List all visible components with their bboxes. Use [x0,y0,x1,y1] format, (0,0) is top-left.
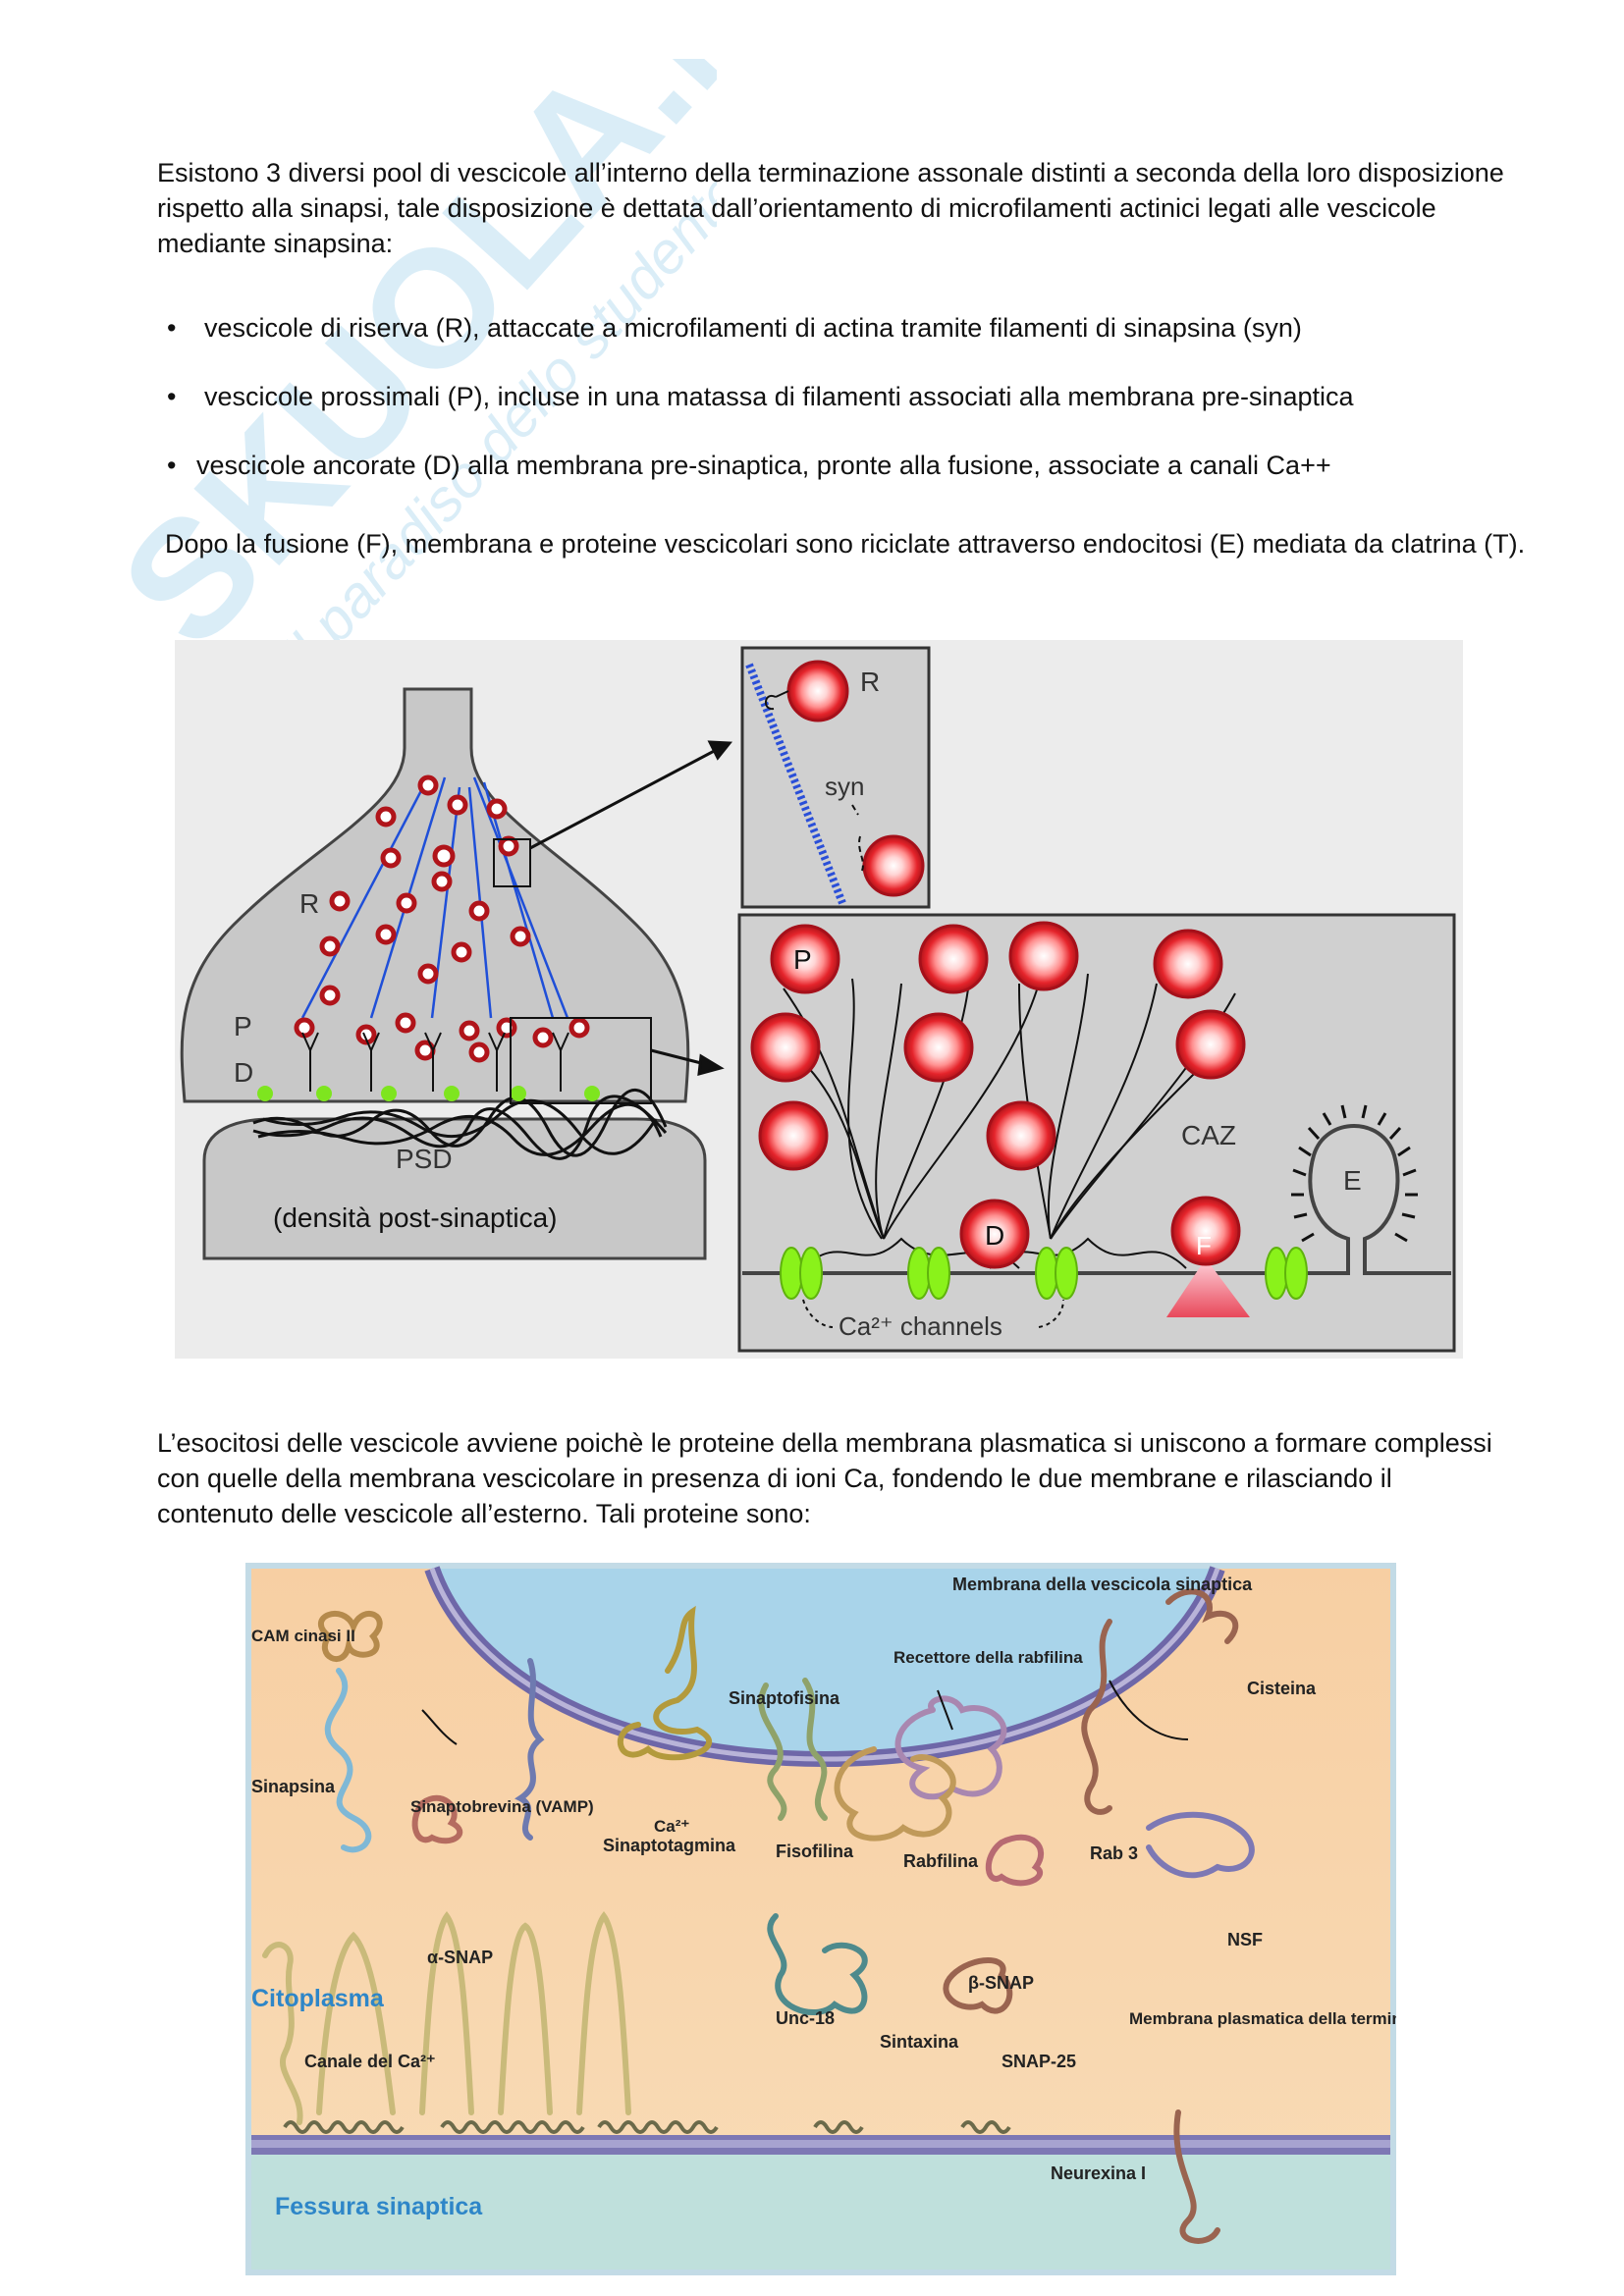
bullet-item: • vescicole ancorate (D) alla membrana pr… [167,448,1542,483]
channel-pointer [802,1299,1064,1328]
actin-filament-zoom [745,663,846,905]
label-f: F [1196,1231,1212,1260]
ca-channels-inset [780,1247,1308,1300]
label-fisofilina: Fisofilina [776,1842,854,1861]
reserve-vesicle [862,834,925,897]
vesicle-lumen [432,1569,1218,1759]
label-alpha-snap: α-SNAP [427,1948,493,1967]
label-ca: Ca²⁺ [654,1817,689,1836]
label-psd: PSD [396,1144,453,1174]
bullet-text-riserva: vescicole di riserva (R), attaccate a mi… [204,313,1302,343]
pointer-line [937,1689,953,1731]
label-p-left: P [234,1011,252,1041]
pointer-line [421,1709,458,1745]
bullet-item: • vescicole di riserva (R), attaccate a m… [167,310,1542,346]
exocytosis-paragraph: L’esocitosi delle vescicole avviene poic… [157,1428,1492,1528]
inset-bottom [737,913,1456,1353]
label-rab3: Rab 3 [1090,1843,1138,1863]
label-membrana-vescicola: Membrana della vescicola sinaptica [952,1575,1253,1594]
synapse-figure: R P D PSD (densità post-sinaptica) R syn [175,640,1463,1359]
label-cisteina: Cisteina [1247,1679,1317,1698]
vesicle-membrane-highlight [429,1568,1220,1762]
zoom-box-bottom [510,1017,652,1104]
label-citoplasma: Citoplasma [251,1985,385,2012]
synapsin-filament [851,804,864,872]
vesicle-proteins-figure: Membrana della vescicola sinaptica CAM c… [245,1563,1396,2275]
reserve-vesicle [786,660,849,722]
vesicles-inset [750,921,1246,1269]
clathrin-coat [1291,1104,1418,1243]
bullet-text-ancorate: vescicole ancorate (D) alla membrana pre… [196,451,1331,480]
label-r-inset: R [860,667,880,697]
label-cam: CAM cinasi II [251,1627,355,1645]
pointer-line [1109,1680,1189,1740]
label-e: E [1343,1165,1362,1196]
label-caz: CAZ [1181,1120,1236,1150]
bullet-marker: • [167,313,177,343]
label-syn: syn [825,772,864,801]
presynaptic-terminal [180,687,690,1103]
label-neurexina: Neurexina I [1051,2163,1146,2183]
label-sinaptofisina: Sinaptofisina [729,1688,840,1708]
label-rabfilina: Rabfilina [903,1851,979,1871]
vesicles-left [294,774,590,1063]
bullet-text-prossimali: vescicole prossimali (P), incluse in una… [204,382,1354,411]
proteins [262,1588,1255,2244]
postsynaptic-membrane [202,1117,707,1260]
psd-caption: (densità post-sinaptica) [273,1202,557,1233]
plasma-membrane-highlight [251,2140,1390,2148]
fusion-pore [1166,1258,1250,1317]
label-sintaxina: Sintaxina [880,2032,959,2052]
label-snap25: SNAP-25 [1001,2052,1076,2071]
label-d-inset: D [985,1220,1004,1251]
label-sinapsina: Sinapsina [251,1777,336,1796]
bullet-marker: • [167,451,177,480]
label-sinaptobrevina: Sinaptobrevina (VAMP) [410,1797,594,1816]
psd-density [252,1089,668,1160]
ca-channels-left [257,1086,600,1101]
label-unc18: Unc-18 [776,2008,835,2028]
label-r-left: R [299,888,319,919]
watermark-brand: SKUOLA.NET [85,59,717,681]
label-beta-snap: β-SNAP [968,1973,1034,1993]
recycling-paragraph: Dopo la fusione (F), membrana e proteine… [165,529,1526,559]
presynaptic-membrane [742,1124,1451,1275]
label-ca-channels: Ca²⁺ channels [839,1311,1002,1341]
label-p-inset: P [793,944,812,975]
label-canale-ca: Canale del Ca²⁺ [304,2052,436,2071]
label-recettore: Recettore della rabfilina [893,1648,1083,1667]
synaptic-cleft [251,2152,1390,2269]
synapsin-filament [765,690,789,711]
docking-complexes [301,1032,569,1092]
label-fessura: Fessura sinaptica [275,2193,483,2220]
label-nsf: NSF [1227,1930,1263,1949]
intro-paragraph: Esistono 3 diversi pool di vescicole all… [157,158,1504,258]
transmembrane-helices [283,2120,1011,2134]
label-sinaptotagmina: Sinaptotagmina [603,1836,736,1855]
label-d-left: D [234,1057,253,1088]
zoom-arrows [529,740,733,1077]
bullet-marker: • [167,382,177,411]
zoom-box-top [493,838,531,887]
label-membrana-plasmatica: Membrana plasmatica della terminazione p… [1129,2009,1396,2028]
bullet-item: • vescicole prossimali (P), incluse in un… [167,379,1542,414]
